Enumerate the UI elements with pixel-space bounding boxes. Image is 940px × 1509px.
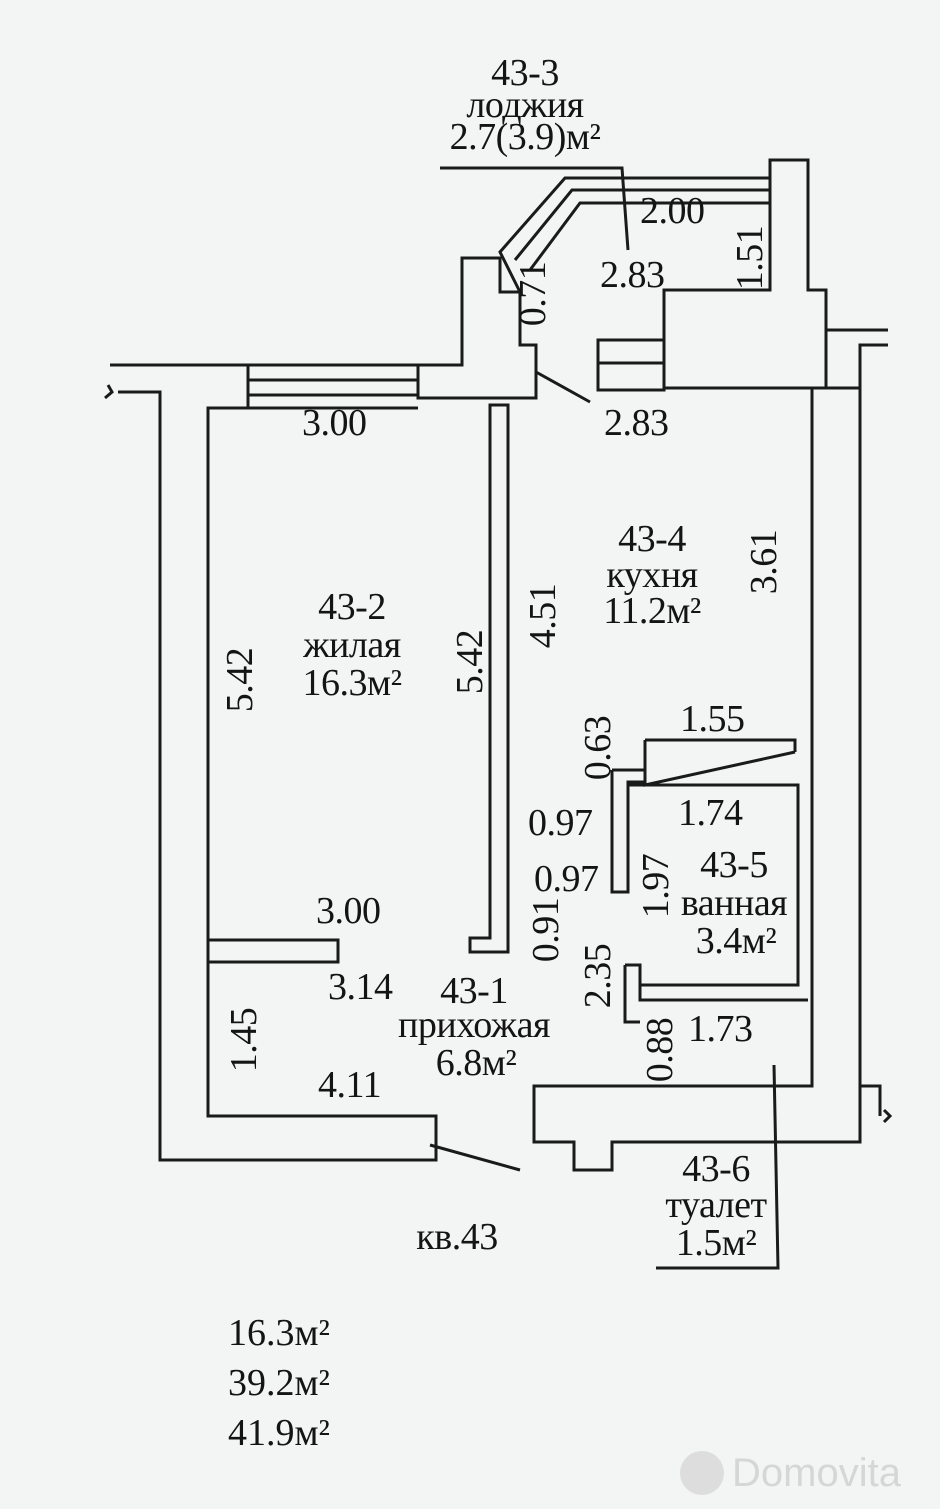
window-kitchen — [596, 338, 666, 392]
bath-walls — [610, 738, 808, 1024]
leader-loggia — [440, 166, 630, 251]
living-area: 16.3м² — [302, 662, 402, 704]
dim-toilet-width: 1.73 — [688, 1008, 753, 1050]
dim-toilet-height: 0.88 — [639, 1017, 681, 1083]
total-useful-area: 39.2м² — [228, 1362, 330, 1404]
hall-code: 43-1 — [440, 970, 508, 1012]
apartment-number: кв.43 — [416, 1216, 498, 1258]
dim-living-bottom: 3.00 — [316, 890, 381, 932]
dim-loggia-diag: 2.83 — [600, 254, 665, 296]
loggia-glazing — [513, 188, 770, 271]
bath-code: 43-5 — [700, 844, 768, 886]
dim-kitchen-left: 4.51 — [522, 583, 564, 649]
watermark-text: Domovita — [732, 1450, 901, 1495]
hall-area: 6.8м² — [435, 1042, 517, 1084]
dim-hall-bottom: 4.11 — [318, 1064, 382, 1106]
dim-living-right: 5.42 — [449, 629, 491, 695]
dim-loggia-right: 1.51 — [729, 225, 771, 291]
dim-hall-left: 1.45 — [223, 1007, 265, 1073]
loggia-frame — [498, 158, 888, 332]
hall-name: прихожая — [398, 1004, 550, 1046]
dim-bath-top: 1.55 — [680, 698, 745, 740]
kitchen-name: кухня — [606, 554, 698, 596]
watermark: Domovita — [680, 1448, 930, 1498]
total-living-area: 16.3м² — [228, 1312, 330, 1354]
bath-area: 3.4м² — [695, 920, 777, 962]
partition-main — [468, 403, 510, 954]
dim-bath-left-upper: 0.97 — [528, 802, 593, 844]
toilet-code: 43-6 — [682, 1148, 750, 1190]
door-line — [429, 1143, 521, 1172]
living-code: 43-2 — [318, 586, 386, 628]
break-right — [882, 1108, 893, 1124]
dim-loggia-width: 2.00 — [640, 190, 705, 232]
total-overall-area: 41.9м² — [228, 1412, 330, 1454]
leader-toilet — [656, 1064, 780, 1270]
toilet-name: туалет — [665, 1184, 767, 1226]
kitchen-area: 11.2м² — [603, 590, 701, 632]
dim-hall-width: 3.14 — [328, 966, 393, 1008]
loggia-name: лоджия — [466, 84, 584, 126]
dim-living-left: 5.42 — [219, 647, 261, 713]
dim-window-living: 3.00 — [302, 402, 367, 444]
loggia-code: 43-3 — [491, 52, 559, 94]
dim-window-kitchen: 2.83 — [604, 402, 669, 444]
dim-bath-step: 0.63 — [577, 715, 619, 781]
wall-outer-left — [110, 363, 438, 1162]
kitchen-code: 43-4 — [618, 518, 686, 560]
dim-kitchen-right: 3.61 — [743, 529, 785, 595]
dim-bath-left-lower: 0.97 — [534, 858, 599, 900]
bath-name: ванная — [680, 882, 788, 924]
dim-hall-gap: 0.91 — [525, 897, 567, 963]
dim-bath-height: 1.97 — [635, 853, 677, 919]
dim-bath-width: 1.74 — [678, 792, 743, 834]
dim-loggia-left: 0.71 — [512, 261, 554, 327]
break-left — [104, 384, 114, 400]
loggia-inner — [662, 178, 772, 340]
partition-living-bottom — [208, 938, 340, 964]
loggia-door-line — [535, 370, 591, 404]
window-living — [248, 363, 418, 410]
toilet-area: 1.5м² — [675, 1222, 757, 1264]
dim-hall-inner: 2.35 — [577, 943, 619, 1009]
wall-outer-right — [532, 343, 888, 1172]
watermark-logo-icon — [680, 1451, 724, 1495]
loggia-area: 2.7(3.9)м² — [449, 116, 601, 158]
living-name: жилая — [303, 624, 401, 666]
